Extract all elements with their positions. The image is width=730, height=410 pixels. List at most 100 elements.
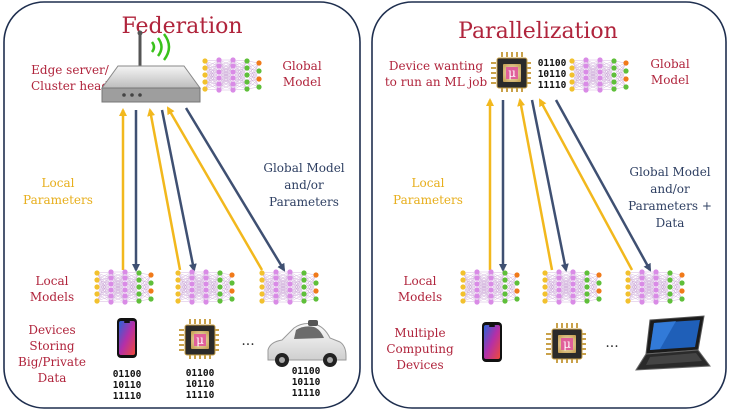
nn-edge xyxy=(641,271,657,297)
nn-edge xyxy=(232,60,248,73)
nn-edge xyxy=(232,67,248,85)
nn-edge xyxy=(655,277,671,302)
nn-edge xyxy=(289,283,305,295)
nn-edge xyxy=(303,272,317,292)
chip-pin xyxy=(546,343,551,345)
nn-node xyxy=(189,287,195,293)
nn-edge xyxy=(599,60,615,91)
nn-edge xyxy=(627,286,643,297)
nn-edge xyxy=(544,272,560,303)
nn-edge xyxy=(571,77,587,90)
nn-edge xyxy=(490,271,506,281)
nn-node xyxy=(148,288,154,294)
nn-node xyxy=(514,280,520,286)
nn-edge xyxy=(205,286,221,297)
nn-node xyxy=(596,288,602,294)
nn-edge xyxy=(655,271,671,295)
chip-pin xyxy=(526,77,531,79)
nn-node xyxy=(229,272,235,278)
nn-node xyxy=(122,293,128,299)
nn-node xyxy=(679,272,685,278)
par-up-label-line-1: Local xyxy=(412,176,445,190)
nn-node xyxy=(301,291,307,297)
nn-edge xyxy=(490,271,506,295)
nn-edge xyxy=(627,271,643,295)
nn-node xyxy=(623,60,629,66)
nn-edge xyxy=(599,59,615,90)
nn-edge xyxy=(544,289,560,302)
nn-edge xyxy=(641,271,657,291)
nn-edge xyxy=(204,59,220,90)
nn-node xyxy=(230,81,236,87)
nn-edge xyxy=(571,67,587,85)
nn-node xyxy=(556,275,562,281)
nn-edge xyxy=(544,271,560,288)
nn-edge xyxy=(571,81,587,91)
fed-down-label-line-2: and/or xyxy=(284,178,324,192)
nn-node xyxy=(108,287,114,293)
chip-pin xyxy=(506,87,508,92)
nn-edge xyxy=(246,60,260,72)
nn-edge xyxy=(124,271,140,302)
chip-pin xyxy=(581,333,586,335)
nn-edge xyxy=(669,272,683,300)
par-down-arrow-3 xyxy=(554,99,652,272)
nn-node xyxy=(570,275,576,281)
fed-binary-1-line-2: 10110 xyxy=(113,380,142,391)
nn-node xyxy=(611,79,617,85)
par-binary: 01100 10110 11110 xyxy=(538,58,567,91)
par-ellipsis: ... xyxy=(605,335,618,351)
nn-node xyxy=(122,269,128,275)
nn-edge xyxy=(289,277,305,288)
nn-edge xyxy=(462,283,478,302)
nn-edge xyxy=(462,272,478,297)
nn-edge xyxy=(655,272,671,291)
nn-edge xyxy=(476,271,492,297)
par-server-label-line-2: to run an ML job xyxy=(385,75,488,89)
nn-node xyxy=(460,298,466,304)
nn-node xyxy=(584,284,590,290)
nn-edge xyxy=(627,293,643,303)
nn-edge xyxy=(303,272,317,284)
nn-edge xyxy=(599,81,615,91)
nn-edge xyxy=(261,289,277,302)
nn-edge xyxy=(191,271,207,285)
nn-edge xyxy=(261,293,277,303)
nn-edge xyxy=(232,74,248,85)
nn-edge xyxy=(571,60,587,91)
nn-node xyxy=(189,299,195,305)
nn-edge xyxy=(572,271,588,288)
nn-edge xyxy=(627,271,643,288)
nn-node xyxy=(596,296,602,302)
nn-edge xyxy=(96,271,112,302)
nn-edge xyxy=(544,279,560,297)
nn-edge xyxy=(613,60,627,88)
nn-edge xyxy=(655,286,671,303)
nn-edge xyxy=(177,293,193,303)
nn-edge xyxy=(462,272,478,291)
par-global-model-label-line-1: Global xyxy=(650,57,689,71)
nn-edge xyxy=(571,65,587,76)
nn-edge xyxy=(289,279,305,291)
nn-edge xyxy=(138,274,152,288)
nn-edge xyxy=(599,74,615,91)
nn-edge xyxy=(205,277,221,295)
nn-edge xyxy=(627,283,643,302)
chip-pin xyxy=(179,349,184,351)
nn-edge xyxy=(599,65,615,76)
chip-pin xyxy=(214,339,219,341)
nn-node xyxy=(625,298,631,304)
nn-node xyxy=(256,76,262,82)
nn-edge xyxy=(261,271,277,288)
nn-edge xyxy=(124,271,140,295)
nn-edge xyxy=(462,283,478,295)
nn-edge xyxy=(655,279,671,297)
nn-node xyxy=(136,284,142,290)
nn-node xyxy=(542,270,548,276)
nn-edge xyxy=(191,271,207,291)
chip-pin xyxy=(204,354,206,359)
nn-edge xyxy=(627,272,643,291)
nn-edge xyxy=(571,59,587,83)
nn-edge xyxy=(204,65,220,76)
nn-edge xyxy=(289,272,305,285)
